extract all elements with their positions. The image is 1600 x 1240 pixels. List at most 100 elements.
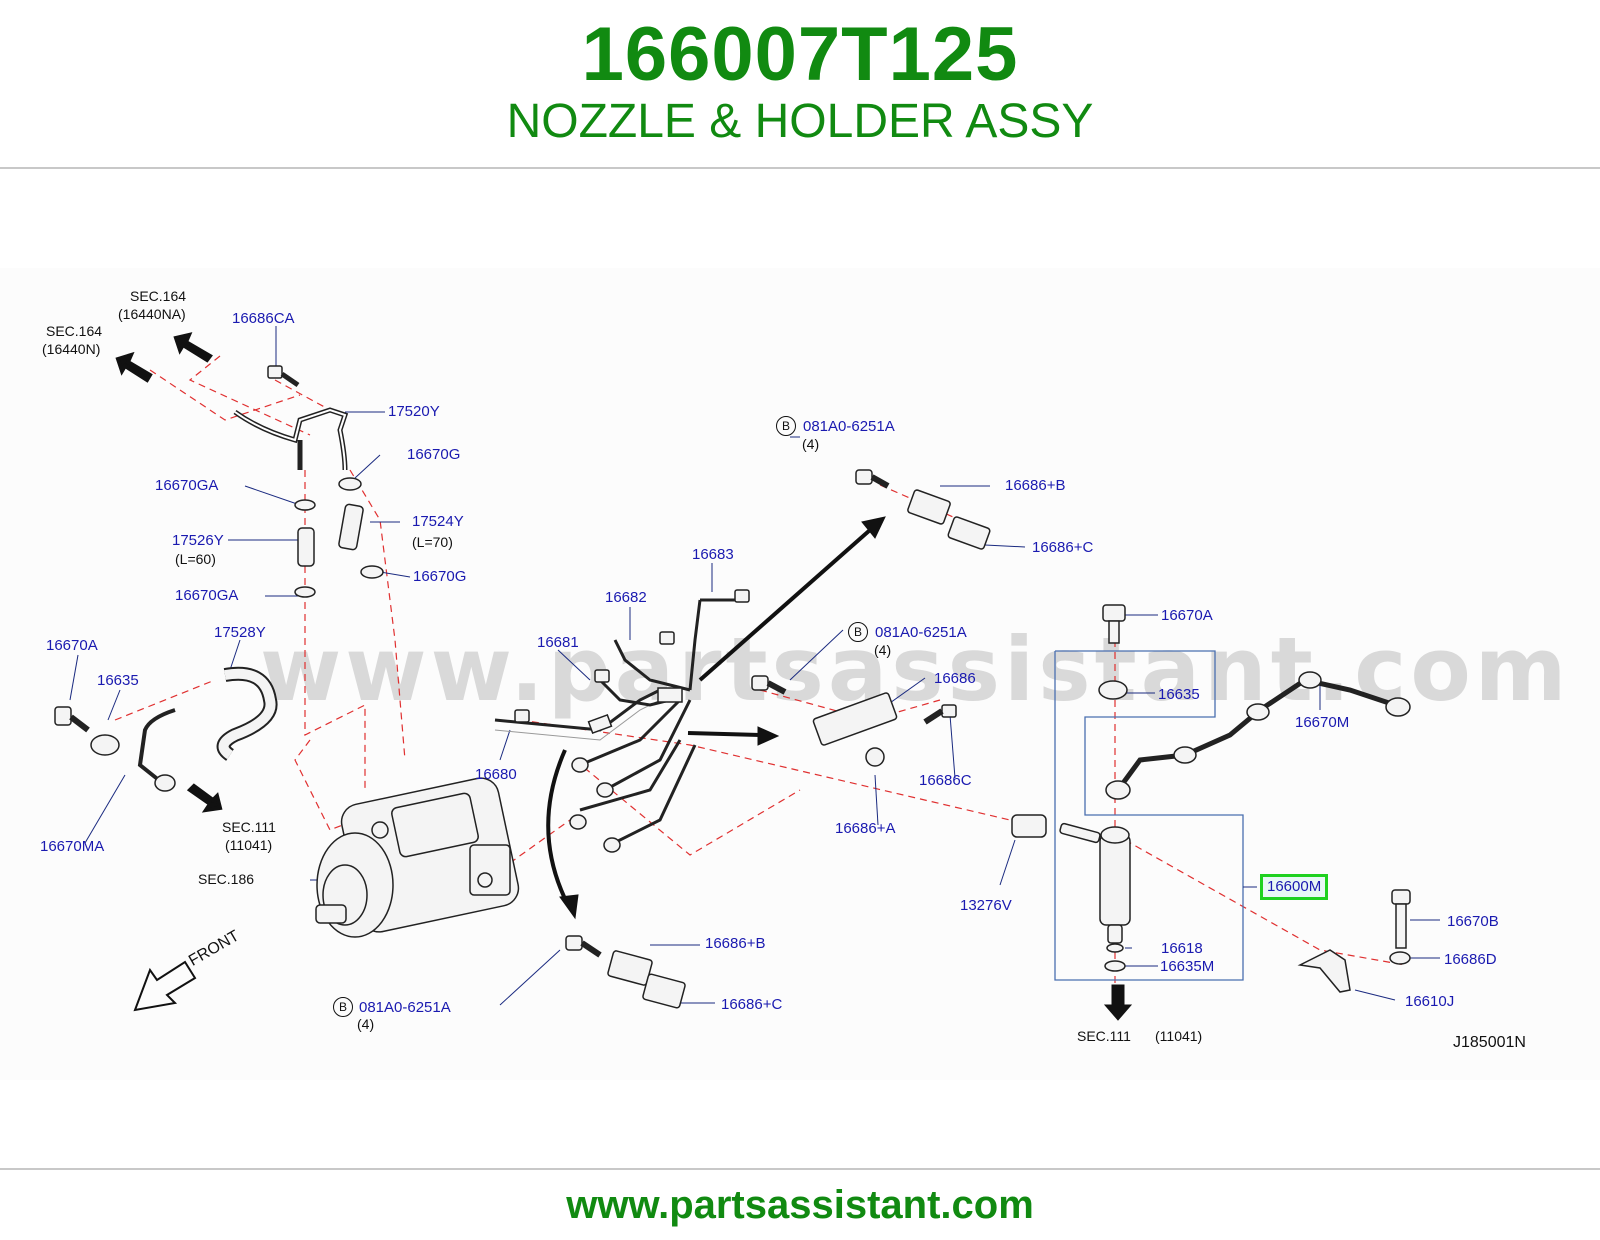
page-header: 166007T125 NOZZLE & HOLDER ASSY [0, 0, 1600, 168]
clamp-16670G-a [338, 477, 362, 491]
nozzle-holder-16600M [1059, 822, 1131, 944]
callout-16670M[interactable]: 16670M [1295, 714, 1350, 731]
washer-16635M [1104, 960, 1126, 972]
ref-sec164-top: SEC.164 [130, 288, 187, 304]
fuel-pipes [494, 598, 740, 847]
callout-16618[interactable]: 16618 [1161, 940, 1203, 957]
direction-arrows [115, 332, 1133, 1021]
pipe-16670M [1115, 677, 1396, 792]
part-drawings [54, 365, 1411, 1009]
bracket-16686B-top [907, 489, 951, 525]
callout-17528Y[interactable]: 17528Y [214, 624, 266, 641]
callout-16670MA[interactable]: 16670MA [40, 838, 105, 855]
ref-sec111-bottom: SEC.111 [1077, 1028, 1131, 1044]
callout-16686CA[interactable]: 16686CA [232, 310, 295, 327]
qty-bottom: (4) [357, 1016, 375, 1032]
header-divider [0, 167, 1600, 169]
diagram-background [0, 268, 1600, 1080]
callout-081A0-6251A-mid[interactable]: 081A0-6251A [875, 624, 967, 641]
callout-16686[interactable]: 16686 [934, 670, 976, 687]
callout-17520Y[interactable]: 17520Y [388, 403, 440, 420]
ref-sec186: SEC.186 [198, 871, 255, 887]
callout-16635-left[interactable]: 16635 [97, 672, 139, 689]
front-arrow-icon [133, 960, 197, 1012]
callout-17524Y[interactable]: 17524Y [412, 513, 464, 530]
callout-16610J[interactable]: 16610J [1405, 993, 1455, 1010]
callout-16670A-right[interactable]: 16670A [1161, 607, 1213, 624]
bolt-16686C [941, 704, 957, 718]
bolt-16670A-left [54, 706, 72, 726]
clamp-16670G-b [360, 565, 384, 579]
ref-sec164-top-code: (16440NA) [118, 306, 186, 322]
footer-url[interactable]: www.partsassistant.com [566, 1183, 1034, 1227]
callout-16670GA[interactable]: 16670GA [155, 477, 219, 494]
ref-sec111-left: SEC.111 [222, 819, 276, 835]
washer-16618 [1106, 943, 1124, 953]
pipe-17520Y [233, 407, 349, 471]
callout-16635M[interactable]: 16635M [1160, 958, 1215, 975]
clamp-16670GA-a [294, 499, 316, 511]
bolt-081A0-top [855, 469, 873, 485]
watermark: www.partsassistant.com [260, 618, 1571, 721]
callout-16682[interactable]: 16682 [605, 589, 647, 606]
callout-16670G[interactable]: 16670G [407, 446, 461, 463]
callout-16670B[interactable]: 16670B [1447, 913, 1499, 930]
callout-16686D[interactable]: 16686D [1444, 951, 1497, 968]
hose-17524Y [338, 503, 364, 551]
injection-pump [315, 777, 520, 938]
callout-16686C-top[interactable]: 16686+C [1032, 539, 1094, 556]
qty-mid: (4) [874, 642, 892, 658]
callout-16686B-top[interactable]: 16686+B [1005, 477, 1066, 494]
callout-16686C[interactable]: 16686C [919, 772, 972, 789]
ref-sec164-left-code: (16440N) [42, 341, 101, 357]
callout-16686C-bottom[interactable]: 16686+C [721, 996, 783, 1013]
ref-sec111-bottom-code: (11041) [1155, 1028, 1203, 1044]
callout-17526Y[interactable]: 17526Y [172, 532, 224, 549]
callout-16683[interactable]: 16683 [692, 546, 734, 563]
plug-13276V [1011, 814, 1047, 838]
bolt-081A0-bot [565, 935, 583, 951]
clamp-16670GA-b [294, 586, 316, 598]
callout-16600M-highlighted[interactable]: 16600M [1260, 874, 1329, 900]
b-mark-mid: B [848, 622, 868, 642]
leader-lines [69, 326, 1440, 1006]
callout-16681[interactable]: 16681 [537, 634, 579, 651]
pipe-clamp [657, 687, 683, 703]
ref-sec111-left-code: (11041) [225, 837, 273, 853]
washer-16635-left [90, 734, 120, 756]
callout-16670G-lower[interactable]: 16670G [413, 568, 467, 585]
ref-length-60: (L=60) [175, 551, 216, 567]
callout-16635-right[interactable]: 16635 [1158, 686, 1200, 703]
washer-16686D [1389, 951, 1411, 965]
bolt-16686CA [267, 365, 283, 379]
part-name: NOZZLE & HOLDER ASSY [506, 95, 1094, 148]
bracket-16686 [812, 692, 898, 746]
b-mark-bottom: B [333, 997, 353, 1017]
part-number: 166007T125 [581, 12, 1019, 97]
callout-16670A-left[interactable]: 16670A [46, 637, 98, 654]
clamp-16610J [1297, 949, 1351, 993]
callout-081A0-6251A-top[interactable]: 081A0-6251A [803, 418, 895, 435]
washer-16635-right [1098, 680, 1128, 700]
diagram-code: J185001N [1453, 1034, 1526, 1051]
bolt-16670B [1391, 889, 1411, 905]
hose-17526Y [297, 527, 315, 567]
callout-16670GA-lower[interactable]: 16670GA [175, 587, 239, 604]
pipe-16670MA [137, 708, 176, 787]
ref-sec164-left: SEC.164 [46, 323, 103, 339]
bolt-16670A-right [1102, 604, 1126, 622]
callout-16680[interactable]: 16680 [475, 766, 517, 783]
callout-16686B-bottom[interactable]: 16686+B [705, 935, 766, 952]
bolt-081A0-mid [751, 675, 769, 691]
b-mark-top: B [776, 416, 796, 436]
callout-13276V[interactable]: 13276V [960, 897, 1012, 914]
ref-length-70: (L=70) [412, 534, 453, 550]
callout-16686A[interactable]: 16686+A [835, 820, 896, 837]
nozzle-group-frame [1054, 650, 1244, 981]
callout-081A0-6251A-bottom[interactable]: 081A0-6251A [359, 999, 451, 1016]
bracket-16686B-bot [607, 950, 653, 986]
bracket-16686C-bot [642, 973, 686, 1009]
footer-divider [0, 1168, 1600, 1170]
qty-top: (4) [802, 436, 820, 452]
